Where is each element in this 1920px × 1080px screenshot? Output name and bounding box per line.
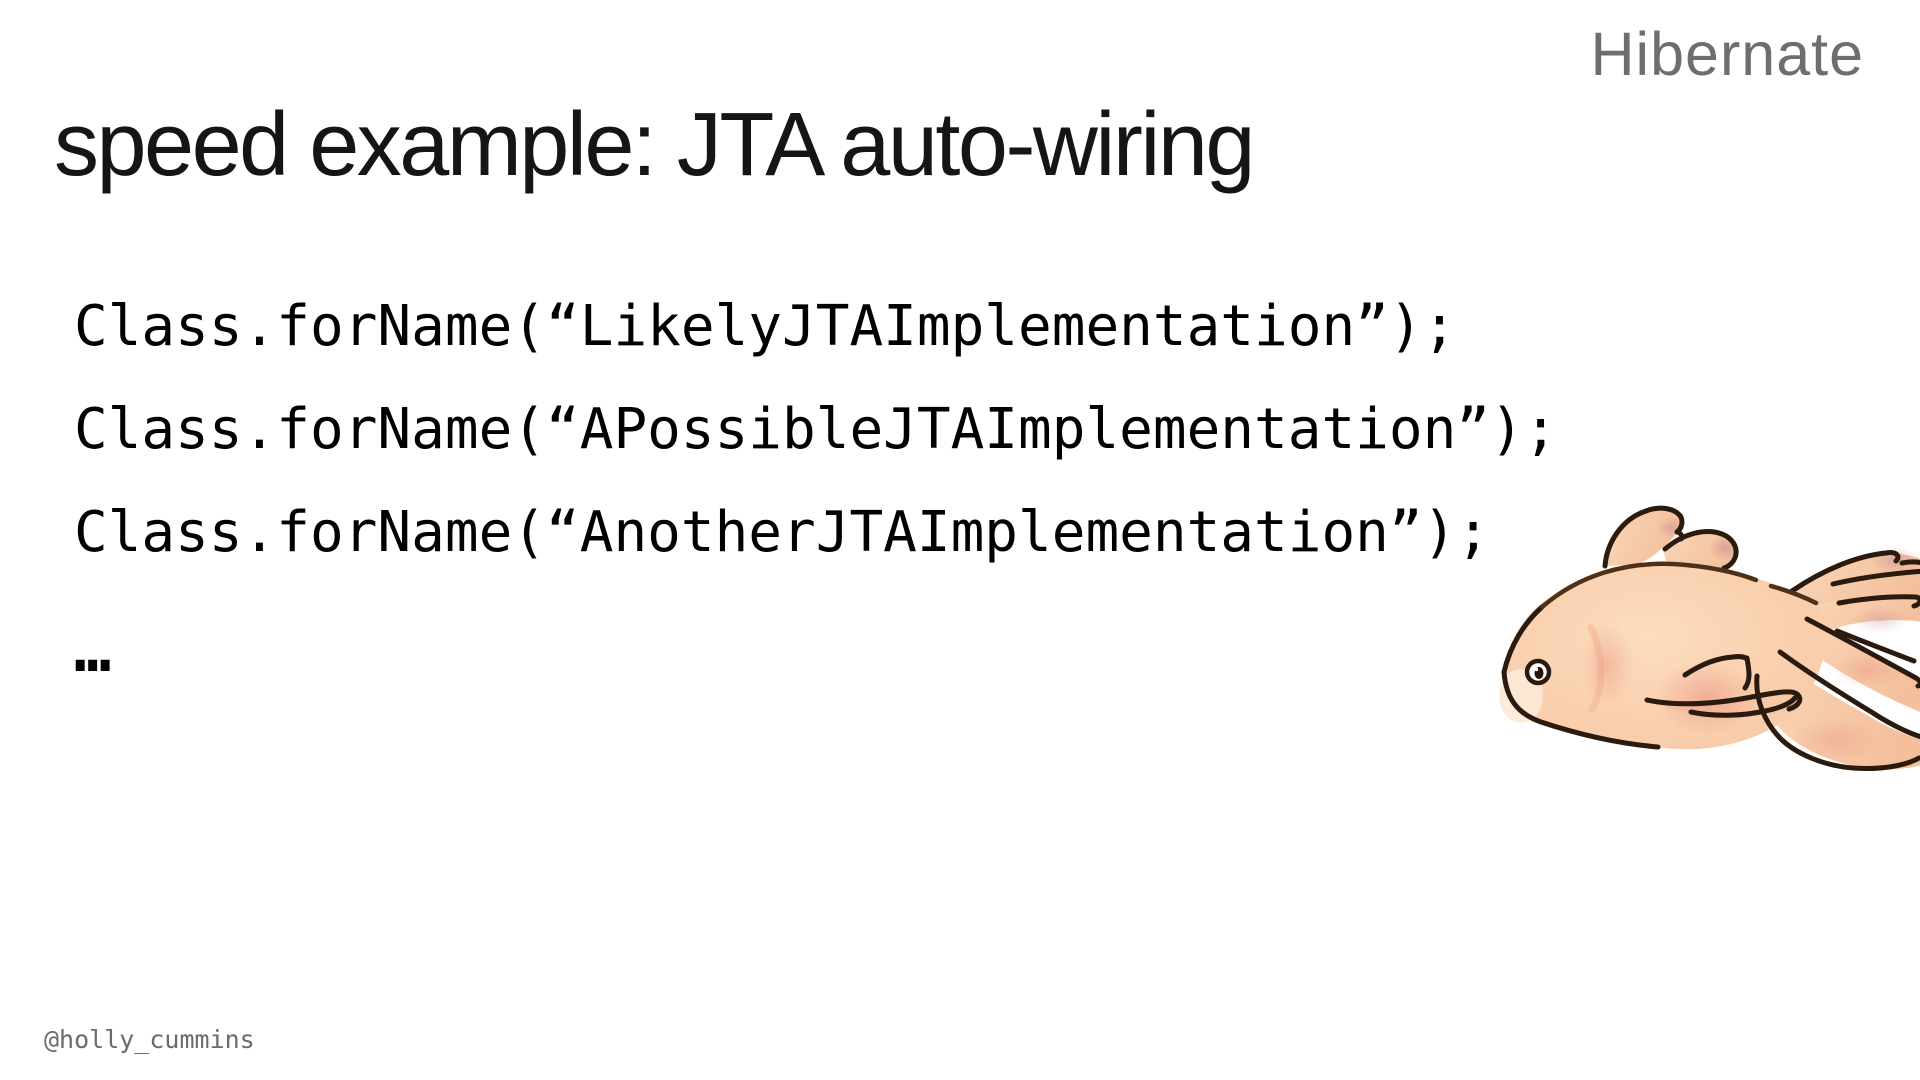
- code-line-2: Class.forName(“APossibleJTAImplementatio…: [74, 397, 1558, 462]
- code-block: Class.forName(“LikelyJTAImplementation”)…: [74, 275, 1557, 701]
- fish-shading: [1499, 517, 1920, 764]
- code-line-3: Class.forName(“AnotherJTAImplementation”…: [74, 500, 1491, 565]
- code-line-1: Class.forName(“LikelyJTAImplementation”)…: [74, 294, 1457, 359]
- fish-eye: [1524, 658, 1552, 686]
- goldfish-illustration: [1499, 505, 1920, 771]
- slide-title: speed example: JTA auto-wiring: [54, 95, 1255, 195]
- fish-outlines: [1501, 505, 1920, 771]
- hibernate-watermark: Hibernate: [1590, 20, 1864, 88]
- twitter-handle: @holly_cummins: [44, 1025, 255, 1054]
- fish-body: [1502, 562, 1827, 750]
- code-ellipsis: …: [74, 613, 114, 686]
